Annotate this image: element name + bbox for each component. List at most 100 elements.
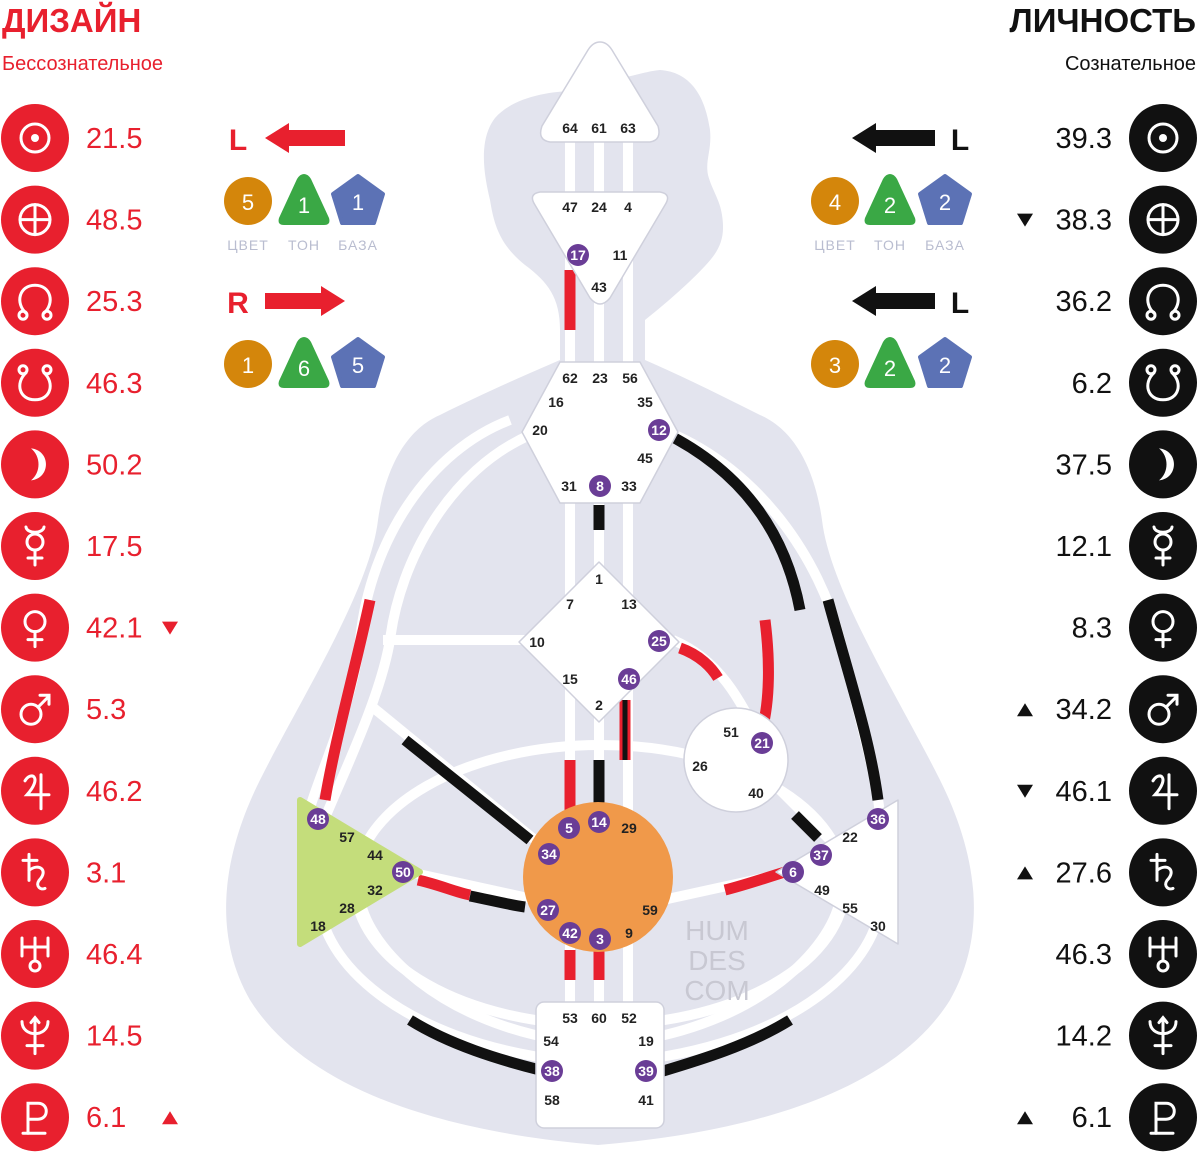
gate-number: 56	[622, 370, 638, 386]
active-gate-marker	[541, 1060, 563, 1082]
color-circle-icon	[224, 340, 272, 388]
gate-number: 35	[637, 394, 653, 410]
gate-number: 5	[565, 820, 573, 836]
pluto-icon-badge	[1129, 1083, 1197, 1152]
variable-tone-value: 6	[298, 356, 310, 381]
gate-number: 20	[532, 422, 548, 438]
design-gate-value: 48.5	[86, 205, 142, 237]
personality-planet-row: 38.3	[1017, 185, 1197, 254]
personality-gate-value: 46.3	[1056, 939, 1112, 971]
gate-number: 10	[529, 634, 545, 650]
gate-number: 11	[613, 247, 628, 263]
variable-color-value: 1	[242, 353, 254, 378]
earth-icon	[18, 203, 52, 237]
mercury-icon-badge	[1129, 512, 1197, 580]
gate-number: 62	[562, 370, 578, 386]
arrow-left-icon	[265, 123, 345, 153]
variable-tone-value: 1	[298, 193, 310, 218]
gate-number: 31	[561, 478, 577, 494]
triangle-up-icon	[1017, 866, 1033, 880]
active-gate-marker	[588, 811, 610, 833]
variable-base-label: БАЗА	[338, 237, 378, 253]
tone-triangle-icon	[864, 174, 916, 225]
personality-gate-value: 6.2	[1072, 368, 1112, 400]
uranus-icon	[20, 936, 50, 973]
design-gate-value: 25.3	[86, 286, 142, 318]
gate-number: 37	[813, 847, 829, 863]
spleen-center	[297, 797, 423, 947]
personality-planet-row: 34.2	[1017, 675, 1197, 744]
south-node-icon-badge	[1, 348, 69, 417]
design-planet-row: 46.4	[1, 920, 142, 988]
active-gate-marker	[589, 928, 611, 950]
gate-number: 23	[592, 370, 608, 386]
personality-planet-row: 39.3	[1056, 104, 1197, 172]
personality-planet-row: 6.2	[1072, 348, 1197, 417]
personality-title: ЛИЧНОСТЬ	[1009, 2, 1196, 39]
active-channels	[319, 270, 884, 1078]
personality-planet-row: 12.1	[1056, 512, 1197, 580]
arrow-letter: L	[951, 287, 969, 320]
south-node-icon	[1145, 364, 1181, 402]
design-planet-row: 46.3	[1, 348, 142, 417]
color-circle-icon	[811, 177, 859, 225]
gate-number: 59	[642, 902, 658, 918]
mercury-icon	[1152, 525, 1174, 567]
gate-number: 38	[544, 1063, 560, 1079]
pluto-icon	[21, 1101, 48, 1135]
personality-planet-column: 39.338.336.26.237.512.18.334.246.127.646…	[1017, 104, 1197, 1152]
gate-number: 55	[842, 900, 858, 916]
personality-planet-row: 46.3	[1056, 920, 1197, 988]
gate-number: 30	[870, 918, 886, 934]
gate-number: 61	[591, 120, 607, 136]
personality-gate-value: 34.2	[1056, 694, 1112, 726]
variable-color-label: ЦВЕТ	[227, 237, 269, 253]
gate-number: 7	[566, 596, 574, 612]
variable-color-value: 3	[829, 353, 841, 378]
design-gate-value: 21.5	[86, 123, 142, 155]
design-gate-value: 46.4	[86, 939, 142, 971]
active-gate-marker	[538, 843, 560, 865]
gate-number: 29	[621, 820, 637, 836]
tone-triangle-icon	[278, 174, 330, 225]
jupiter-icon-badge	[1, 756, 69, 825]
personality-gate-value: 38.3	[1056, 205, 1112, 237]
design-planet-row: 3.1	[1, 838, 126, 907]
personality-planet-row: 27.6	[1017, 838, 1197, 907]
active-gate-marker	[307, 808, 329, 830]
design-planet-row: 25.3	[1, 267, 142, 336]
moon-icon-badge	[1, 430, 69, 499]
moon-icon-badge	[1129, 430, 1197, 499]
venus-icon-badge	[1, 593, 69, 662]
mars-icon	[19, 693, 51, 726]
variable-tone-label: ТОН	[288, 237, 320, 253]
gate-number: 12	[651, 422, 667, 438]
gate-number: 50	[395, 864, 411, 880]
gate-number: 40	[748, 785, 764, 801]
gate-number: 57	[339, 829, 355, 845]
solar-plexus-center	[775, 799, 899, 945]
personality-gate-value: 36.2	[1056, 286, 1112, 318]
gate-number: 27	[540, 902, 556, 918]
design-planet-row: 46.2	[1, 756, 142, 825]
gate-number: 53	[562, 1010, 578, 1026]
watermark-line-3: COM	[684, 975, 749, 1006]
design-planet-row: 50.2	[1, 430, 142, 499]
saturn-icon	[1149, 852, 1175, 891]
watermark: HUM DES COM	[684, 915, 749, 1006]
gate-number: 51	[723, 724, 739, 740]
gate-number: 58	[544, 1092, 560, 1108]
sun-icon	[19, 122, 51, 154]
sacral-center	[523, 802, 673, 952]
venus-icon	[1151, 610, 1175, 649]
design-planet-row: 21.5	[1, 104, 142, 172]
active-gate-marker	[559, 922, 581, 944]
design-title: ДИЗАЙН	[2, 2, 142, 39]
personality-planet-row: 6.1	[1017, 1083, 1197, 1152]
gate-number: 54	[543, 1033, 559, 1049]
jupiter-icon-badge	[1129, 756, 1197, 825]
gate-number: 14	[591, 814, 607, 830]
mars-icon-badge	[1, 675, 69, 744]
